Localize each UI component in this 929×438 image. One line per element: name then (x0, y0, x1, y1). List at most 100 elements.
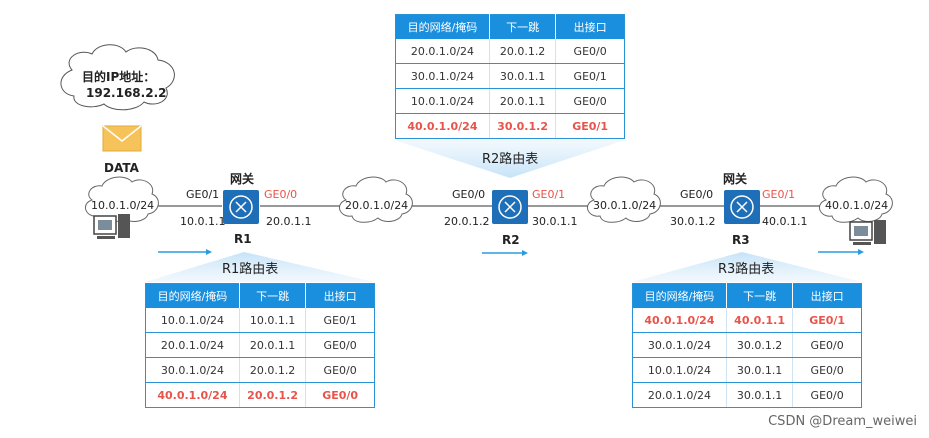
flow-arrow-1 (158, 249, 212, 255)
table-cell: 30.0.1.2 (726, 332, 794, 358)
column-header: 出接口 (792, 283, 862, 308)
table-cell: 10.0.1.0/24 (395, 88, 490, 114)
r3-left-ip: 30.0.1.2 (670, 215, 716, 228)
table-cell: 30.0.1.1 (726, 357, 794, 383)
table-cell: 40.0.1.1 (726, 308, 794, 333)
r3-left-interface: GE0/0 (680, 188, 714, 201)
r3-right-ip: 40.0.1.1 (762, 215, 808, 228)
r1-gateway-label: 网关 (230, 172, 255, 186)
cloud-c4-label: 40.0.1.0/24 (825, 199, 889, 212)
table-cell: 30.0.1.1 (726, 382, 794, 408)
column-header: 出接口 (305, 283, 375, 308)
table-cell: 20.0.1.0/24 (395, 39, 490, 64)
table-cell: 30.0.1.1 (489, 63, 557, 89)
r2-right-interface: GE0/1 (532, 188, 566, 201)
column-header: 下一跳 (726, 283, 794, 308)
cloud-c2-label: 20.0.1.0/24 (345, 199, 409, 212)
r2-table-caption: R2路由表 (482, 152, 539, 167)
table-cell: 20.0.1.2 (239, 382, 307, 408)
column-header: 下一跳 (489, 14, 557, 39)
r1-left-ip: 10.0.1.1 (180, 215, 226, 228)
flow-arrow-2 (482, 250, 528, 256)
table-cell: GE0/0 (305, 332, 375, 358)
dest-ip-value: 192.168.2.2 (86, 86, 167, 100)
table-cell: GE0/0 (792, 332, 862, 358)
column-header: 目的网络/掩码 (395, 14, 490, 39)
r2-table-fan (394, 140, 625, 178)
table-cell: 20.0.1.1 (489, 88, 557, 114)
computer-left-icon (93, 214, 130, 239)
cloud-c3-icon (586, 176, 661, 223)
table-cell: 20.0.1.2 (489, 39, 557, 64)
destination-ip-bubble (60, 44, 175, 111)
r1-right-ip: 20.0.1.1 (266, 215, 312, 228)
data-label: DATA (104, 161, 139, 175)
table-header-row: 目的网络/掩码下一跳出接口 (632, 283, 862, 308)
router-r3-icon (724, 190, 760, 224)
table-cell: GE0/0 (305, 357, 375, 383)
r3-right-interface: GE0/1 (762, 188, 796, 201)
router-r1-icon (223, 190, 259, 224)
table-header-row: 目的网络/掩码下一跳出接口 (145, 283, 375, 308)
table-cell: 30.0.1.0/24 (145, 357, 240, 383)
router-r2-icon (492, 190, 528, 224)
column-header: 下一跳 (239, 283, 307, 308)
table-cell: 30.0.1.2 (489, 113, 557, 139)
table-cell: 40.0.1.0/24 (632, 308, 727, 333)
r1-name: R1 (234, 232, 252, 246)
table-cell: 10.0.1.0/24 (145, 308, 240, 333)
cloud-c2-icon (338, 176, 413, 223)
flow-arrow-3 (818, 249, 864, 255)
r1-table-caption: R1路由表 (222, 262, 279, 277)
r2-right-ip: 30.0.1.1 (532, 215, 578, 228)
cloud-c3-label: 30.0.1.0/24 (593, 199, 657, 212)
envelope-icon (102, 125, 142, 152)
r2-left-interface: GE0/0 (452, 188, 486, 201)
r2-left-ip: 20.0.1.2 (444, 215, 490, 228)
table-cell: 20.0.1.0/24 (632, 382, 727, 408)
cloud-c4-icon (818, 176, 893, 223)
table-cell: GE0/1 (555, 113, 625, 139)
table-cell: GE0/0 (555, 39, 625, 64)
table-cell: GE0/0 (792, 382, 862, 408)
column-header: 出接口 (555, 14, 625, 39)
computer-right-icon (849, 220, 886, 245)
table-cell: GE0/1 (792, 308, 862, 333)
table-cell: 20.0.1.0/24 (145, 332, 240, 358)
r1-right-interface: GE0/0 (264, 188, 298, 201)
table-cell: GE0/0 (792, 357, 862, 383)
r3-name: R3 (732, 233, 750, 247)
table-header-row: 目的网络/掩码下一跳出接口 (395, 14, 625, 39)
table-cell: 40.0.1.0/24 (395, 113, 490, 139)
r1-table-fan (145, 252, 374, 282)
r3-table-caption: R3路由表 (718, 262, 775, 277)
table-cell: GE0/0 (305, 382, 375, 408)
table-cell: 10.0.1.0/24 (632, 357, 727, 383)
dest-ip-title: 目的IP地址： (82, 70, 156, 84)
table-cell: GE0/1 (305, 308, 375, 333)
table-cell: 20.0.1.2 (239, 357, 307, 383)
cloud-c1-label: 10.0.1.0/24 (91, 199, 155, 212)
table-cell: GE0/1 (555, 63, 625, 89)
r3-table-fan (632, 252, 862, 282)
table-cell: 30.0.1.0/24 (632, 332, 727, 358)
r2-name: R2 (502, 233, 520, 247)
r3-gateway-label: 网关 (723, 172, 748, 186)
table-cell: 10.0.1.1 (239, 308, 307, 333)
